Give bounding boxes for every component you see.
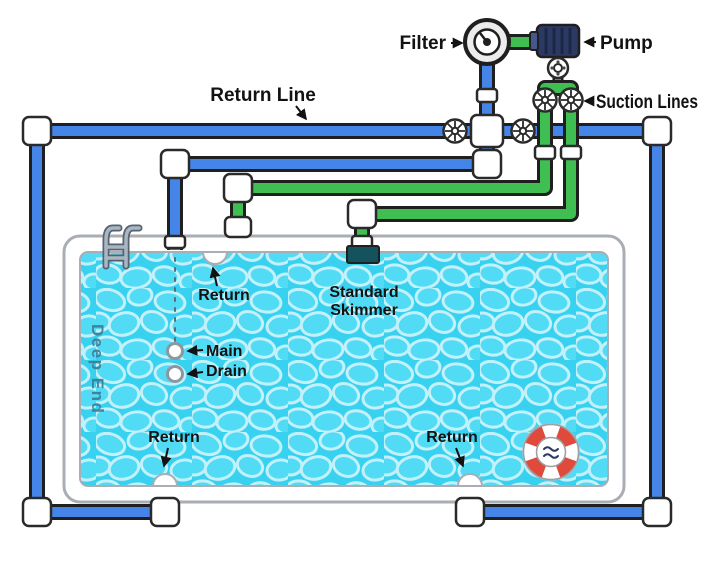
arrow-main-drain-bottom: [186, 367, 204, 379]
return-line-pipes: [29, 62, 665, 520]
elbow-fitting: [159, 148, 191, 180]
elbow-fitting: [346, 198, 378, 230]
filter-gauge: [463, 18, 511, 66]
arrow-return-line: [295, 105, 308, 121]
coupling-sleeve: [533, 144, 557, 161]
elbow-fitting: [641, 115, 673, 147]
end-cap-fitting: [223, 215, 253, 239]
pipe-fittings: [21, 87, 673, 528]
skimmer-label-line1: Standard: [329, 284, 398, 301]
life-ring-logo: [522, 423, 580, 481]
main-drain-label-line2: Drain: [206, 363, 247, 380]
valve-icon: [558, 87, 584, 113]
arrow-main-drain-top: [186, 344, 204, 356]
arrow-return-bottom-left: [160, 447, 172, 468]
return-fitting-bottom-left: [151, 473, 179, 487]
valve-icon: [510, 118, 536, 144]
coupling-sleeve: [475, 87, 499, 104]
pool: [62, 234, 626, 504]
suction-lines-label: Suction Lines: [596, 92, 698, 113]
return-bottom-left-label: Return: [148, 429, 200, 446]
skimmer-label-line2: Skimmer: [330, 302, 398, 319]
return-fitting-bottom-right: [456, 473, 484, 487]
elbow-fitting: [21, 115, 53, 147]
main-drain-label-line1: Main: [206, 343, 242, 360]
arrow-return-bottom-right: [454, 447, 465, 468]
valve-icon: [532, 87, 558, 113]
return-top-label: Return: [198, 287, 250, 304]
main-drain-bottom: [166, 365, 184, 383]
ladder-icon: [102, 224, 143, 270]
arrow-return-top: [209, 266, 221, 287]
pump-label: Pump: [600, 33, 653, 54]
coupling-sleeve: [163, 234, 187, 250]
return-bottom-right-label: Return: [426, 429, 478, 446]
elbow-fitting: [471, 148, 503, 180]
skimmer-opening: [346, 245, 380, 264]
pump-flange: [546, 56, 570, 80]
valve-icon: [442, 118, 468, 144]
pool-details: Deep End: [88, 224, 580, 487]
elbow-fitting: [21, 496, 53, 528]
elbow-fitting: [222, 172, 254, 204]
return-fitting-top: [201, 251, 229, 265]
elbow-fitting: [641, 496, 673, 528]
main-drain-top: [166, 342, 184, 360]
labels: Filter Pump Return Line Suction Lines Re…: [148, 33, 698, 468]
cross-fitting: [469, 113, 505, 149]
deep-end-label: Deep End: [88, 324, 107, 414]
elbow-fitting: [149, 496, 181, 528]
main-drain: [166, 342, 184, 383]
filter-label: Filter: [400, 33, 447, 54]
coupling-sleeve: [559, 144, 583, 161]
suction-line-pipes: [230, 34, 579, 254]
elbow-fitting: [454, 496, 486, 528]
pump: [529, 23, 581, 59]
pool-water: [79, 251, 609, 487]
return-line-label: Return Line: [210, 85, 316, 106]
